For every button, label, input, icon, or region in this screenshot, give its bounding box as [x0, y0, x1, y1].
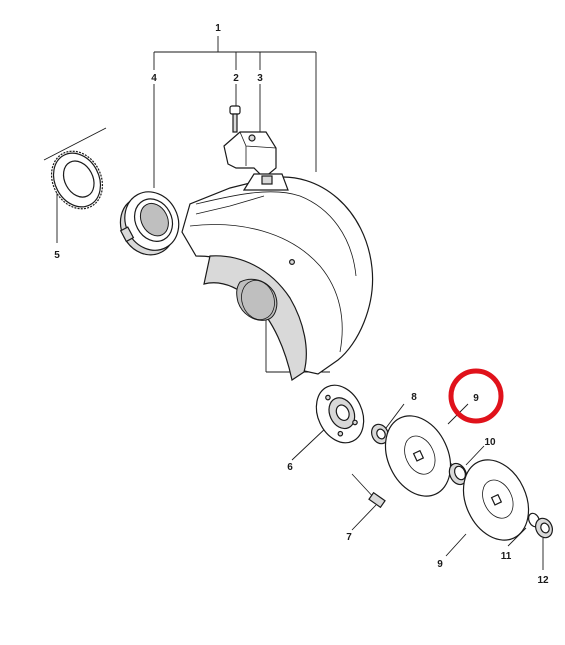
part-2-screw — [229, 105, 241, 133]
callout-5: 5 — [54, 250, 60, 261]
callout-11: 11 — [501, 551, 512, 562]
callout-12: 12 — [537, 575, 549, 586]
callout-2: 2 — [233, 73, 239, 84]
part-1-blade-guard — [181, 173, 374, 381]
callout-6: 6 — [287, 462, 293, 473]
part-9-upper-disc — [384, 415, 452, 497]
callout-10: 10 — [484, 437, 496, 448]
callout-3: 3 — [257, 73, 263, 84]
part-12-nut — [535, 517, 553, 539]
part-7-bolt — [351, 473, 386, 509]
part-9-lower-disc — [462, 459, 530, 541]
callout-1: 1 — [215, 23, 221, 34]
part-10-spacer — [448, 462, 468, 486]
callout-8: 8 — [411, 392, 417, 403]
part-6-flange-plate — [315, 384, 365, 444]
callout-4: 4 — [151, 73, 157, 84]
part-5-toothed-ring — [50, 150, 104, 210]
callout-9-top: 9 — [473, 393, 479, 404]
callout-7: 7 — [346, 532, 352, 543]
highlight-circle — [448, 368, 504, 424]
callout-9-bottom: 9 — [437, 559, 443, 570]
part-8-washer — [371, 423, 389, 445]
part-3-clamp — [223, 131, 277, 179]
part-4-collar-nut — [119, 191, 180, 256]
callout-labels: 1 4 2 3 5 6 7 8 9 10 9 11 12 — [54, 23, 549, 586]
